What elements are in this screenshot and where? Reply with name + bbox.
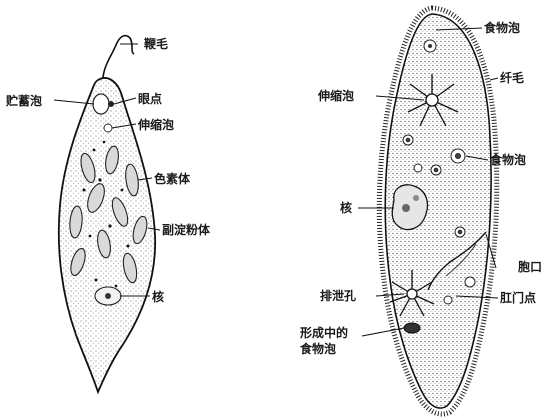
- label-contractile-vacuole-lower: 排泄孔: [320, 289, 356, 303]
- label-euglena-nucleus: 核: [152, 290, 164, 304]
- reservoir: [93, 94, 109, 114]
- label-eyespot: 眼点: [138, 92, 162, 106]
- label-reservoir: 贮蓄泡: [6, 94, 42, 108]
- paramecium-drawing: [358, 8, 498, 414]
- label-paramecium-contractile-vacuole: 伸缩泡: [318, 89, 354, 103]
- label-contractile-vacuole: 伸缩泡: [138, 118, 174, 132]
- label-paramecium-nucleus: 核: [340, 201, 352, 215]
- label-cilia: 纤毛: [500, 71, 524, 85]
- forming-food-vacuole: [404, 323, 420, 333]
- euglena-drawing: [54, 36, 160, 392]
- label-food-vacuole: 食物泡: [490, 153, 526, 167]
- label-anal-pore: 肛门点: [500, 291, 536, 305]
- eyespot: [108, 101, 114, 107]
- label-forming-food-vacuole: 形成中的 食物泡: [300, 325, 348, 357]
- contractile-vacuole: [104, 124, 112, 132]
- label-flagellum: 鞭毛: [144, 37, 168, 51]
- label-oral-groove: 胞口: [518, 260, 542, 274]
- label-paramylon: 副淀粉体: [162, 223, 210, 237]
- flagellum: [103, 36, 134, 78]
- label-chromatophore: 色素体: [154, 172, 190, 186]
- label-food-vacuole-top: 食物泡: [484, 21, 520, 35]
